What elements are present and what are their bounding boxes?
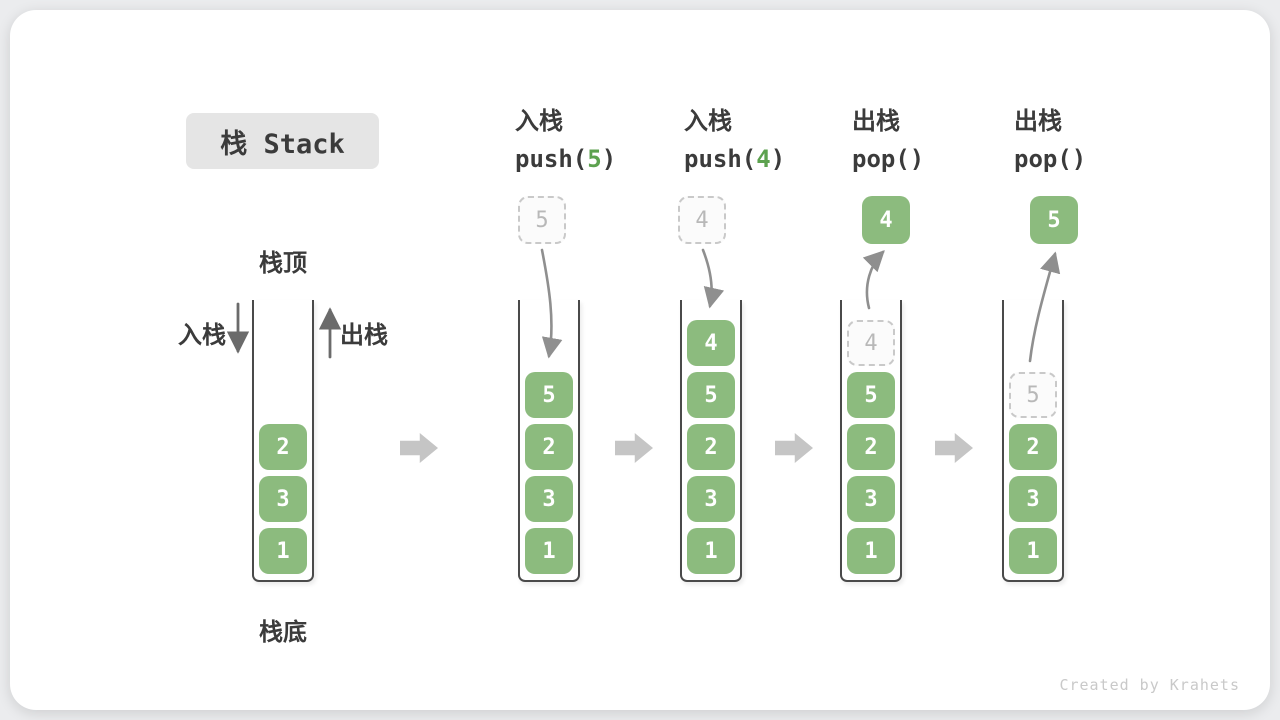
op-label: 入栈 bbox=[515, 108, 563, 135]
label-stack-top: 栈顶 bbox=[259, 250, 307, 277]
code-post: ) bbox=[1071, 145, 1087, 173]
stack-cell: 2 bbox=[847, 424, 895, 470]
code-pre: push( bbox=[515, 145, 588, 173]
stack-cell: 2 bbox=[1009, 424, 1057, 470]
label-pop: 出栈 bbox=[340, 322, 388, 349]
code-arg: 4 bbox=[756, 145, 771, 173]
stack-cell: 2 bbox=[259, 424, 307, 470]
stack-cell: 3 bbox=[259, 476, 307, 522]
code-pre: push( bbox=[684, 145, 757, 173]
next-state-arrow-icon bbox=[615, 433, 653, 463]
stack-cell: 1 bbox=[1009, 528, 1057, 574]
stack-well-1 bbox=[252, 300, 314, 582]
incoming-value-box: 4 bbox=[678, 196, 726, 244]
code-post: ) bbox=[770, 145, 786, 173]
stack-cell: 4 bbox=[687, 320, 735, 366]
stack-cell: 3 bbox=[1009, 476, 1057, 522]
op-label: 入栈 bbox=[684, 108, 732, 135]
popped-value-box: 5 bbox=[1030, 196, 1078, 244]
next-state-arrow-icon bbox=[775, 433, 813, 463]
next-state-arrow-icon bbox=[935, 433, 973, 463]
stack-cell: 1 bbox=[847, 528, 895, 574]
stack-cell: 5 bbox=[525, 372, 573, 418]
push-motion-arrow-icon bbox=[701, 248, 725, 309]
op-code: pop() bbox=[1014, 145, 1086, 173]
op-code: push(4) bbox=[684, 145, 785, 173]
code-post: ) bbox=[909, 145, 925, 173]
code-post: ) bbox=[601, 145, 617, 173]
label-push: 入栈 bbox=[178, 322, 226, 349]
next-state-arrow-icon bbox=[400, 433, 438, 463]
op-code: push(5) bbox=[515, 145, 616, 173]
op-label: 出栈 bbox=[852, 108, 900, 135]
op-header-push-4: 入栈 push(4) bbox=[684, 107, 785, 173]
stack-well-3 bbox=[680, 300, 742, 582]
incoming-value-box: 5 bbox=[518, 196, 566, 244]
stack-cell: 1 bbox=[259, 528, 307, 574]
stack-well-5 bbox=[1002, 300, 1064, 582]
stack-cell: 1 bbox=[525, 528, 573, 574]
diagram-title-text: 栈 Stack bbox=[220, 128, 345, 160]
op-header-pop-2: 出栈 pop() bbox=[1014, 107, 1086, 173]
stack-cell: 1 bbox=[687, 528, 735, 574]
stack-cell: 3 bbox=[525, 476, 573, 522]
op-header-pop-1: 出栈 pop() bbox=[852, 107, 924, 173]
stack-cell: 5 bbox=[687, 372, 735, 418]
code-pre: pop( bbox=[1014, 145, 1072, 173]
stack-cell: 2 bbox=[687, 424, 735, 470]
diagram-title: 栈 Stack bbox=[186, 113, 379, 169]
code-arg: 5 bbox=[587, 145, 602, 173]
stack-well-2 bbox=[518, 300, 580, 582]
op-header-push-5: 入栈 push(5) bbox=[515, 107, 616, 173]
stack-cell: 3 bbox=[687, 476, 735, 522]
popped-value-box: 4 bbox=[862, 196, 910, 244]
stack-cell: 3 bbox=[847, 476, 895, 522]
stack-cell-ghost: 5 bbox=[1009, 372, 1057, 418]
op-code: pop() bbox=[852, 145, 924, 173]
label-stack-bottom: 栈底 bbox=[259, 619, 307, 646]
watermark: Created by Krahets bbox=[1059, 676, 1240, 694]
stack-cell-ghost: 4 bbox=[847, 320, 895, 366]
diagram-card: 栈 Stack 入栈 push(5) 入栈 push(4) 出栈 pop() 出… bbox=[10, 10, 1270, 710]
stack-cell: 2 bbox=[525, 424, 573, 470]
stack-cell: 5 bbox=[847, 372, 895, 418]
stack-well-4 bbox=[840, 300, 902, 582]
op-label: 出栈 bbox=[1014, 108, 1062, 135]
code-pre: pop( bbox=[852, 145, 910, 173]
